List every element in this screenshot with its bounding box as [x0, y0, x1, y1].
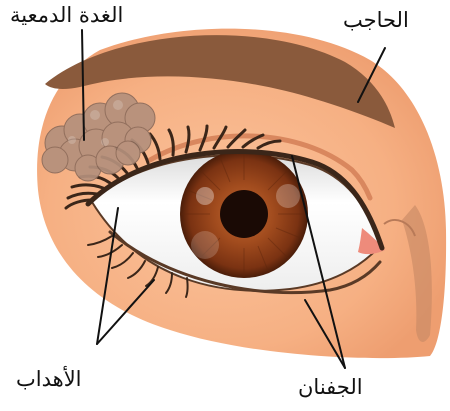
- label-eyebrow: الحاجب: [343, 10, 409, 31]
- label-eyelashes: الأهداب: [16, 369, 82, 390]
- iris-highlight-small: [276, 184, 300, 208]
- iris-highlight: [196, 187, 214, 205]
- eye-reflection: [191, 231, 219, 259]
- label-eyelids: الجفنان: [298, 377, 363, 398]
- label-lacrimal-gland: الغدة الدمعية: [10, 5, 123, 26]
- pupil: [220, 190, 268, 238]
